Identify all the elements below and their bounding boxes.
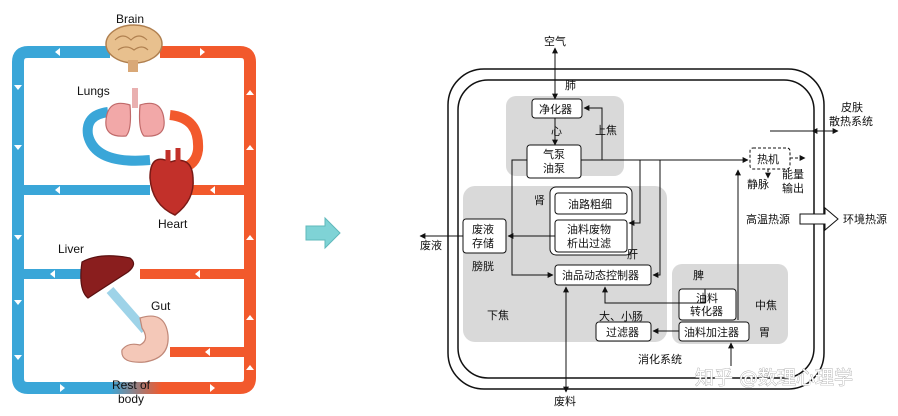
middle-jiao-label: 中焦: [755, 299, 777, 312]
oil-thickness-label: 油路粗细: [568, 197, 612, 211]
body-outer-boundary: [447, 68, 825, 390]
oil-thickness-box: [554, 192, 628, 215]
controller-label: 油品动态控制器: [562, 268, 639, 282]
vein-label: 静脉: [747, 177, 769, 191]
engine-analogy-diagram: 空气 肺 净化器 心 上焦 气泵 油泵 肾 油路粗细 油料废物 析出过滤 肝 废…: [419, 34, 887, 408]
body-capillary-band: [110, 382, 162, 394]
circulation-diagram: Brain Lungs Heart Liver Gut Rest of body: [12, 12, 256, 406]
heart-icon: [149, 148, 194, 216]
hot-source-label: 高温热源: [746, 212, 790, 226]
waste-material-label: 废料: [554, 394, 576, 408]
waste-liquid-label: 废液: [420, 238, 442, 252]
venous-channel: [12, 46, 110, 394]
lungs-icon: [105, 88, 165, 137]
heart-organ-label: 心: [551, 125, 562, 138]
liver-organ-label: 肝: [627, 248, 638, 261]
lung-label: 肺: [565, 79, 576, 92]
intestine-label: 大、小肠: [599, 309, 643, 323]
waste-filter-label-1: 油料废物: [567, 222, 611, 236]
waste-filter-label-2: 析出过滤: [567, 236, 611, 250]
brain-label: Brain: [116, 12, 144, 26]
brain-icon: [105, 24, 163, 72]
pulmonary-loop-blue: [82, 107, 151, 166]
pump-label-1: 气泵: [543, 147, 565, 161]
lower-jiao-label: 下焦: [487, 309, 509, 322]
liver-label: Liver: [58, 242, 84, 256]
arterial-channel: [160, 46, 256, 394]
digestive-label: 消化系统: [638, 352, 682, 366]
converter-label-2: 转化器: [690, 304, 723, 318]
air-label: 空气: [544, 34, 566, 48]
converter-box: [678, 288, 737, 321]
pump-label-2: 油泵: [543, 161, 565, 175]
heat-output-arrow-icon: [799, 206, 839, 232]
stomach-label: 胃: [759, 326, 770, 339]
energy-output-label-2: 输出: [782, 181, 804, 195]
skin-label-1: 皮肤: [841, 100, 863, 114]
rest-of-body-label-1: Rest of: [112, 378, 151, 392]
kidney-label: 肾: [534, 194, 545, 207]
rest-of-body-label-2: body: [118, 392, 144, 406]
injector-label: 油料加注器: [684, 325, 739, 339]
bladder-label: 膀胱: [472, 259, 494, 273]
energy-output-label-1: 能量: [782, 167, 804, 181]
upper-jiao-label: 上焦: [595, 124, 617, 137]
controller-box: [554, 264, 652, 286]
gut-icon: [121, 315, 169, 363]
filter-box: [595, 321, 652, 342]
bladder-box-label-2: 存储: [472, 236, 494, 250]
heat-engine-label: 热机: [757, 152, 779, 166]
watermark: 知乎 @数理心理学: [695, 367, 853, 389]
body-inner-boundary: [457, 79, 815, 379]
gut-label: Gut: [151, 299, 171, 313]
liver-icon: [80, 255, 135, 299]
filter-label: 过滤器: [606, 326, 639, 339]
flow-chevrons: [14, 48, 254, 392]
bladder-box-label-1: 废液: [472, 222, 494, 236]
transition-arrow-icon: [305, 216, 341, 250]
spleen-label: 脾: [693, 268, 704, 282]
heart-label: Heart: [158, 217, 188, 231]
skin-label-2: 散热系统: [829, 114, 873, 128]
pulmonary-loop-red: [169, 110, 204, 173]
purifier-label: 净化器: [539, 102, 572, 116]
env-source-label: 环境热源: [843, 212, 887, 226]
portal-vein: [106, 287, 149, 333]
flow-connectors: [419, 47, 839, 393]
lungs-label: Lungs: [77, 84, 110, 98]
converter-label-1: 油料: [696, 291, 718, 305]
